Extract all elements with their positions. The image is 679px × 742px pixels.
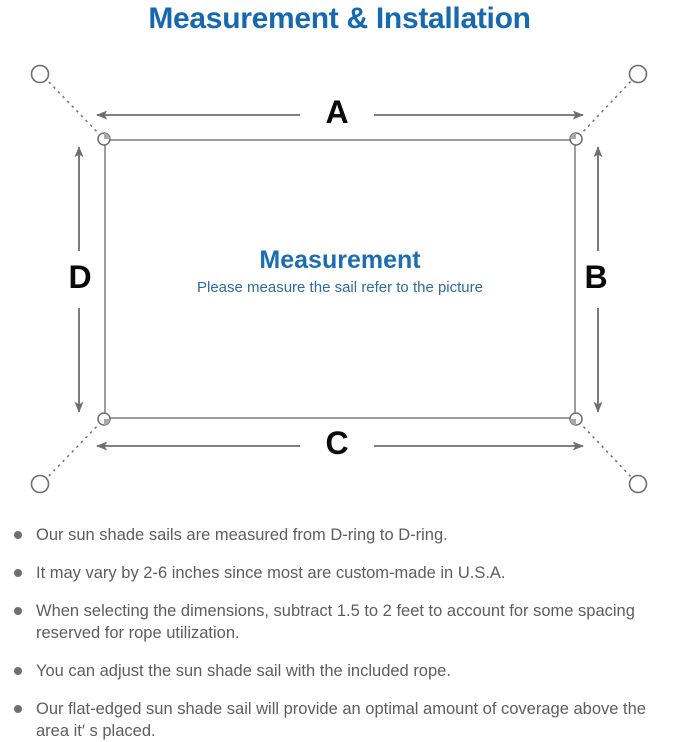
note-text: When selecting the dimensions, subtract …: [36, 602, 635, 642]
bullet-icon: [14, 607, 22, 615]
note-text: It may vary by 2-6 inches since most are…: [36, 564, 506, 582]
dimension-label-c: C: [325, 425, 349, 461]
sail-heading: Measurement: [259, 246, 421, 274]
list-item: When selecting the dimensions, subtract …: [11, 600, 673, 644]
note-text: You can adjust the sun shade sail with t…: [36, 662, 451, 680]
rope-bottom-right: [578, 421, 635, 481]
anchor-point-bottom-left: [30, 474, 50, 494]
list-item: It may vary by 2-6 inches since most are…: [11, 562, 673, 584]
measurement-diagram: [0, 46, 679, 516]
list-item: You can adjust the sun shade sail with t…: [11, 660, 673, 682]
anchor-rings: [30, 64, 648, 494]
rope-bottom-left: [44, 421, 102, 481]
note-text: Our sun shade sails are measured from D-…: [36, 526, 448, 544]
rope-lines: [44, 77, 635, 481]
anchor-point-top-left: [30, 64, 50, 84]
dimension-label-b: B: [584, 259, 608, 295]
note-text: Our flat-edged sun shade sail will provi…: [36, 700, 646, 740]
bullet-icon: [14, 569, 22, 577]
list-item: Our sun shade sails are measured from D-…: [11, 524, 673, 546]
bullet-icon: [14, 531, 22, 539]
list-item: Our flat-edged sun shade sail will provi…: [11, 698, 673, 742]
anchor-point-bottom-right: [628, 474, 648, 494]
dimension-label-a: A: [325, 94, 349, 130]
sail-body: [104, 139, 576, 419]
dimension-label-d: D: [68, 259, 92, 295]
bullet-icon: [14, 667, 22, 675]
anchor-point-top-right: [628, 64, 648, 84]
notes-list: Our sun shade sails are measured from D-…: [11, 524, 673, 742]
bullet-icon: [14, 705, 22, 713]
corner-d-ring-shading: [104, 133, 576, 425]
rope-top-left: [44, 77, 102, 137]
page-title: Measurement & Installation: [148, 2, 531, 35]
sail-subheading: Please measure the sail refer to the pic…: [197, 279, 483, 296]
rope-top-right: [578, 77, 635, 137]
diagram-svg: [30, 64, 648, 494]
